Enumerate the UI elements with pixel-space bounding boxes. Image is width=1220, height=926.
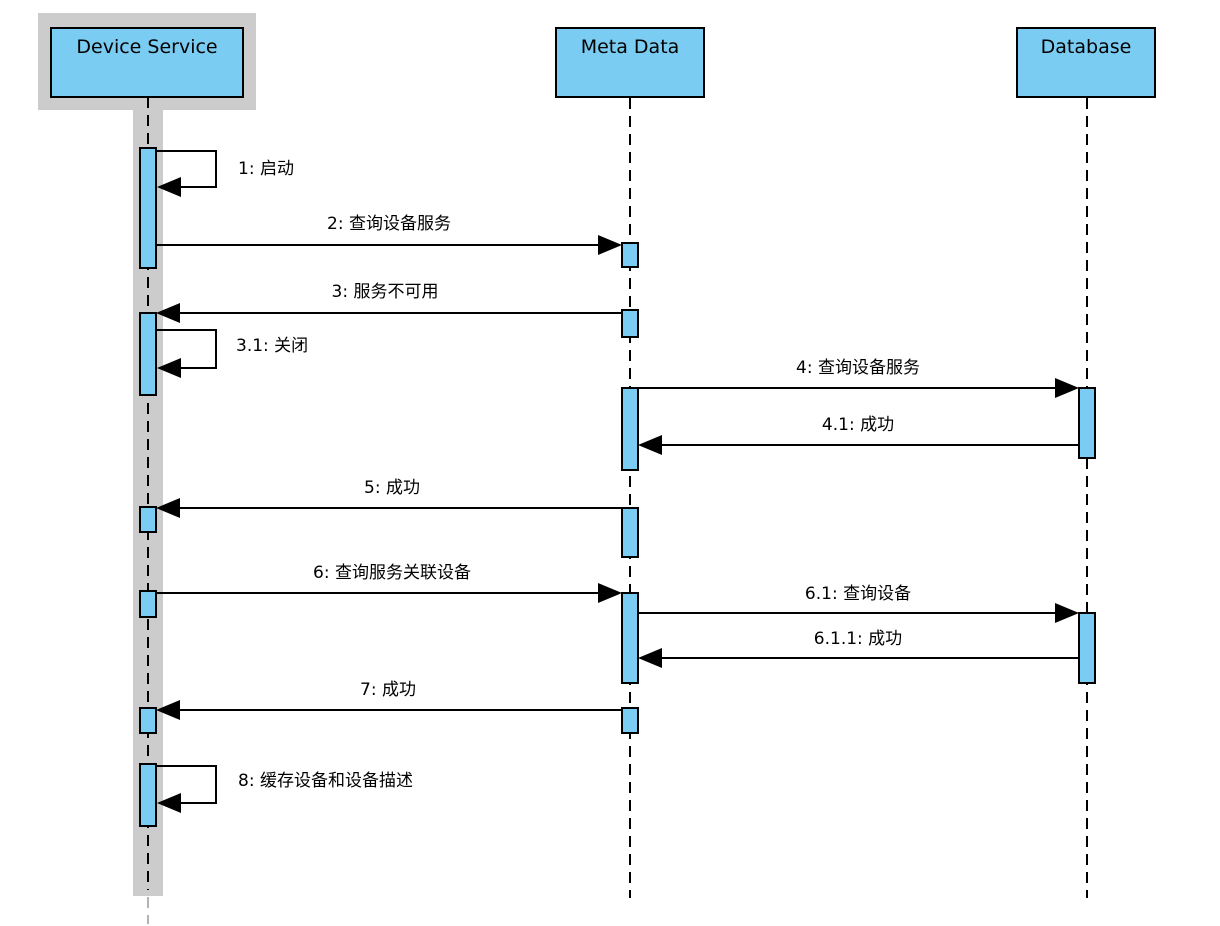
message-6-1-1-success[interactable]: 6.1.1: 成功 (638, 629, 1079, 668)
activation-meta-data-1[interactable] (621, 242, 639, 268)
message-6-query-service-devices[interactable]: 6: 查询服务关联设备 (156, 563, 622, 603)
message-line (156, 329, 217, 369)
message-label: 1: 启动 (238, 159, 294, 179)
message-label: 3.1: 关闭 (236, 336, 308, 356)
message-6-1-query-device[interactable]: 6.1: 查询设备 (638, 584, 1079, 623)
activation-database-2[interactable] (1078, 612, 1096, 684)
message-label: 6.1: 查询设备 (805, 584, 911, 604)
message-arrowhead (157, 358, 181, 378)
message-label: 6: 查询服务关联设备 (313, 563, 471, 583)
activation-device-service-4[interactable] (139, 590, 157, 618)
message-4-query-device-service[interactable]: 4: 查询设备服务 (638, 358, 1079, 398)
message-arrowhead (157, 793, 181, 813)
activation-meta-data-6[interactable] (621, 707, 639, 734)
activation-device-service-6[interactable] (139, 763, 157, 827)
message-label: 4.1: 成功 (822, 415, 894, 435)
message-label: 2: 查询设备服务 (327, 214, 451, 234)
message-arrowhead (638, 435, 662, 455)
message-2-query-device-service[interactable]: 2: 查询设备服务 (156, 214, 622, 255)
message-3-1-self-close[interactable]: 3.1: 关闭 (156, 329, 308, 378)
message-7-success[interactable]: 7: 成功 (156, 680, 622, 720)
activation-database-1[interactable] (1078, 387, 1096, 459)
message-label: 3: 服务不可用 (332, 282, 439, 302)
message-label: 5: 成功 (364, 478, 420, 498)
message-arrowhead (156, 700, 180, 720)
actor-name: Meta Data (581, 36, 680, 58)
actor-name: Device Service (76, 36, 217, 58)
message-arrowhead (1055, 378, 1079, 398)
message-arrowhead (156, 303, 180, 323)
message-4-1-success[interactable]: 4.1: 成功 (638, 415, 1079, 455)
activation-device-service-5[interactable] (139, 707, 157, 734)
message-3-service-unavailable[interactable]: 3: 服务不可用 (156, 282, 622, 323)
actor-meta-data[interactable]: Meta Data (555, 27, 705, 98)
message-line (156, 765, 217, 804)
actor-box (1016, 27, 1156, 98)
message-5-success[interactable]: 5: 成功 (156, 478, 622, 518)
activation-device-service-3[interactable] (139, 506, 157, 533)
message-label: 7: 成功 (360, 680, 416, 700)
activation-device-service-2[interactable] (139, 312, 157, 396)
activation-meta-data-3[interactable] (621, 387, 639, 471)
activation-meta-data-4[interactable] (621, 507, 639, 558)
message-arrowhead (1055, 603, 1079, 623)
activation-meta-data-5[interactable] (621, 592, 639, 684)
activation-device-service-1[interactable] (139, 147, 157, 269)
message-line (156, 150, 217, 188)
message-arrowhead (638, 648, 662, 668)
message-1-self-start[interactable]: 1: 启动 (156, 150, 294, 197)
message-arrowhead (157, 177, 181, 197)
message-label: 6.1.1: 成功 (814, 629, 902, 649)
activation-meta-data-2[interactable] (621, 309, 639, 338)
message-arrowhead (156, 498, 180, 518)
message-arrowhead (598, 583, 622, 603)
message-8-self-cache-devices[interactable]: 8: 缓存设备和设备描述 (156, 765, 413, 813)
actor-database[interactable]: Database (1016, 27, 1156, 98)
message-arrowhead (598, 235, 622, 255)
actor-box (50, 27, 244, 98)
actor-box (555, 27, 705, 98)
actor-name: Database (1041, 36, 1132, 58)
message-label: 4: 查询设备服务 (796, 358, 920, 378)
actor-device-service[interactable]: Device Service (50, 27, 244, 98)
message-label: 8: 缓存设备和设备描述 (238, 771, 413, 791)
